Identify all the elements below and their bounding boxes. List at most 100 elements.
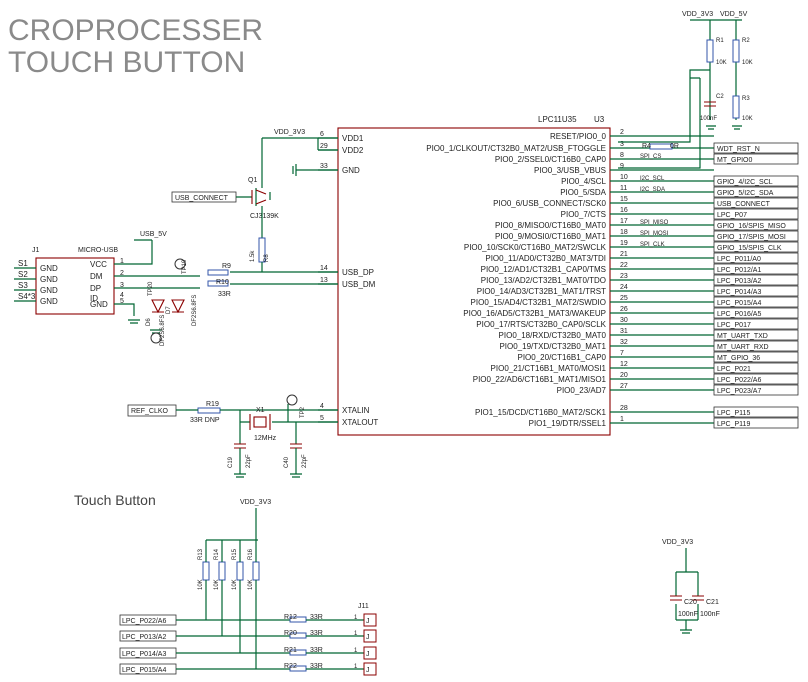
- net-label-text: LPC_P016/A5: [717, 311, 761, 318]
- j1-pin-name: VCC: [90, 260, 107, 269]
- net-label-text: USB_CONNECT: [717, 201, 771, 208]
- net-label-text: GPIO_15/SPIS_CLK: [717, 245, 782, 252]
- j1-shield-label: S4*3: [18, 292, 36, 301]
- touch-rail: [206, 508, 258, 541]
- vdd33-label-u3: VDD_3V3: [274, 129, 305, 136]
- touch-net-text: LPC_P022/A6: [122, 618, 166, 625]
- r3-ref: R3: [742, 96, 750, 102]
- net-label-box: [713, 417, 799, 429]
- u3-left-pin-num: 13: [320, 277, 328, 284]
- net-label-text: MT_UART_RXD: [717, 344, 769, 351]
- touch-pad-label: J: [366, 667, 370, 674]
- net-label-box: [713, 307, 799, 319]
- touch-series-ref: R12: [284, 614, 297, 621]
- net-label-text: GPIO_17/SPIS_MOSI: [717, 234, 786, 241]
- net-label-box: [713, 373, 799, 385]
- u3-right-pin-name: PIO0_4/SCL: [561, 177, 606, 186]
- j1-pin-name: DP: [90, 284, 101, 293]
- r2-resistor: [732, 39, 740, 63]
- x1-frequency: 12MHz: [254, 435, 277, 442]
- u3-right-pin-name: PIO0_11/AD0/CT32B0_MAT3/TDI: [485, 254, 606, 263]
- vdd33-label-top: VDD_3V3: [682, 11, 713, 18]
- touch-pad: [363, 662, 377, 676]
- j1-pin-name: GND: [90, 300, 108, 309]
- touch-pullup-ref: R14: [214, 548, 220, 560]
- r9-resistor: [207, 269, 229, 276]
- u3-right-pin-num: 22: [620, 262, 628, 269]
- u3-right-pin-num: 2: [620, 129, 624, 136]
- net-label-box: [713, 263, 799, 275]
- cap-wires: [675, 548, 699, 630]
- u3-left-pin-num: 4: [320, 403, 324, 410]
- wire-label: SPI_CLK: [640, 242, 665, 248]
- touch-pullup-resistor: [202, 561, 210, 581]
- u3-right-pin-num: 18: [620, 229, 628, 236]
- u3-right-pin-num: 20: [620, 372, 628, 379]
- wire-label: SPI_MOSI: [640, 231, 669, 237]
- c21-value: 100nF: [700, 611, 720, 618]
- x1-crystal: [253, 416, 267, 428]
- c40-ref: C40: [284, 456, 290, 468]
- r10-resistor: [207, 280, 229, 287]
- wire-label: SPI_MISO: [640, 220, 669, 226]
- net-label-text: LPC_P014/A3: [717, 289, 761, 296]
- u3-left-pin-name: VDD1: [342, 134, 364, 143]
- net-labels: WDT_RST_NMT_GPIO0GPIO_4/I2C_SCLGPIO_5/I2…: [713, 142, 799, 429]
- touch-pullup-value: 10K: [198, 579, 204, 590]
- vdd33-label-touch: VDD_3V3: [240, 499, 271, 506]
- u3-right-pin-num: 16: [620, 207, 628, 214]
- tp19-testpoint: [174, 258, 186, 270]
- r8-value: 1.5k: [250, 250, 256, 262]
- u3-right-pin-name: PIO0_19/TXD/CT32B0_MAT1: [499, 342, 606, 351]
- net-label-box: [713, 208, 799, 220]
- c20-ref: C20: [684, 599, 697, 606]
- u3-part: LPC11U35: [538, 115, 577, 124]
- net-label-text: LPC_P017: [717, 322, 751, 329]
- touch-pullup-resistor: [236, 561, 244, 581]
- u3-right-pin-name: PIO0_13/AD2/CT32B1_MAT0/TDO: [481, 276, 606, 285]
- j1-gnd-label: GND: [40, 264, 58, 273]
- r4-ref: R4: [642, 143, 651, 150]
- r19-resistor: [197, 407, 221, 414]
- net-label-box: [713, 329, 799, 341]
- u3-right-pin-name: PIO0_2/SSEL0/CT16B0_CAP0: [495, 155, 607, 164]
- c19-ref: C19: [228, 456, 234, 468]
- net-label-box: [713, 296, 799, 308]
- u3-gnd-symbol: [292, 164, 338, 176]
- u3-right-pin-name: PIO0_3/USB_VBUS: [534, 166, 606, 175]
- j1-shield-label: S2: [18, 270, 28, 279]
- u3-right-pin-num: 12: [620, 361, 628, 368]
- u3-left-pin-name: USB_DP: [342, 268, 374, 277]
- u3-right-pin-num: 9: [620, 163, 624, 170]
- clock-grounds: [234, 448, 302, 478]
- c20-value: 100nF: [678, 611, 698, 618]
- title-line1: CROPROCESSER: [8, 14, 263, 47]
- net-label-box: [713, 186, 799, 198]
- r1-ref: R1: [716, 38, 724, 44]
- touch-pullup-value: 10K: [214, 579, 220, 590]
- vdd5-label-top: VDD_5V: [720, 11, 748, 18]
- ref-clko-label: REF_CLKO: [131, 408, 169, 415]
- u3-right-pin-name: PIO0_1/CLKOUT/CT32B0_MAT2/USB_FTOGGLE: [426, 144, 606, 153]
- u3-right-pin-name: PIO0_8/MISO0/CT16B0_MAT0: [495, 221, 607, 230]
- touch-pullup-ref: R16: [248, 548, 254, 560]
- net-label-box: [713, 142, 799, 154]
- touch-series-value: 33R: [310, 614, 323, 621]
- u3-left-pin-num: 5: [320, 415, 324, 422]
- j1-pin-num: 1: [120, 258, 124, 265]
- usb-dp-dm-wires: [230, 262, 338, 285]
- touch-pad-label: J: [366, 651, 370, 658]
- u3-right-pin-num: 11: [620, 185, 627, 192]
- net-label-text: LPC_P012/A1: [717, 267, 761, 274]
- j11-ref: J11: [358, 603, 369, 610]
- usb5v-label: USB_5V: [140, 231, 167, 238]
- j1-gnd-label: GND: [40, 275, 58, 284]
- net-label-box: [713, 285, 799, 297]
- r3-value: 10K: [742, 116, 753, 122]
- net-label-text: LPC_P022/A6: [717, 377, 761, 384]
- u3-left-pin-name: VDD2: [342, 146, 364, 155]
- touch-pad-pin: 1: [354, 664, 358, 670]
- c20-c21-capacitors: [670, 595, 704, 601]
